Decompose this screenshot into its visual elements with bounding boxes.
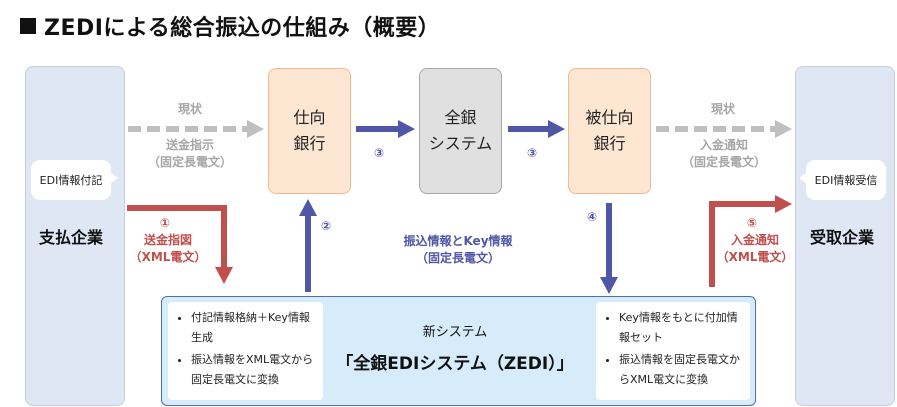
receiving-bank-box: 被仕向 銀行 xyxy=(568,68,651,194)
current-left-text: 送金指示 （固定長電文） xyxy=(147,138,232,169)
bubble-tail-icon xyxy=(110,172,118,184)
payee-label: 受取企業 xyxy=(810,228,875,247)
payer-company-box xyxy=(25,66,125,406)
sending-bank-box: 仕向 銀行 xyxy=(268,68,351,194)
page-title: ZEDIによる総合振込の仕組み（概要） xyxy=(20,10,440,42)
right-item: 振込情報を固定長電文からXML電文に変換 xyxy=(619,350,744,390)
new-system-box: 付記情報格納＋Key情報生成 振込情報をXML電文から固定長電文に変換 新システ… xyxy=(161,296,756,406)
step1-number: ① xyxy=(159,216,171,230)
payee-edi-bubble: EDI情報受信 xyxy=(799,160,886,200)
left-item: 振込情報をXML電文から固定長電文に変換 xyxy=(191,350,317,390)
step3-arrow-zengin-to-receiving xyxy=(508,120,565,138)
current-right-arrow xyxy=(656,120,792,138)
right-item: Key情報をもとに付加情報セット xyxy=(619,308,744,348)
step5-arrow xyxy=(709,195,792,287)
payee-company-box xyxy=(795,66,895,406)
payer-edi-bubble: EDI情報付記 xyxy=(31,160,118,200)
step1-text: 送金指図 （XML電文） xyxy=(129,233,207,264)
new-system-title: 新システム xyxy=(422,325,488,340)
step4-number: ④ xyxy=(587,210,598,224)
current-left-tag: 現状 xyxy=(177,102,202,116)
current-right-text: 入金通知 （固定長電文） xyxy=(681,138,766,169)
payer-label: 支払企業 xyxy=(39,228,104,247)
step5-number: ⑤ xyxy=(746,216,758,230)
current-right-tag: 現状 xyxy=(710,102,735,116)
zengin-system-box: 全銀 システム xyxy=(419,68,502,194)
current-left-arrow xyxy=(128,120,264,138)
step3b-number: ③ xyxy=(527,146,538,160)
new-system-right-panel: Key情報をもとに付加情報セット 振込情報を固定長電文からXML電文に変換 xyxy=(596,302,750,400)
step3a-number: ③ xyxy=(374,146,385,160)
new-system-name: 「全銀EDIシステム（ZEDI）」 xyxy=(336,354,574,374)
square-bullet-icon xyxy=(20,18,36,34)
center-info-label: 振込情報とKey情報 （固定長電文） xyxy=(403,234,513,265)
new-system-left-panel: 付記情報格納＋Key情報生成 振込情報をXML電文から固定長電文に変換 xyxy=(168,302,323,400)
step5-text: 入金通知 （XML電文） xyxy=(716,233,794,264)
step3-arrow-sending-to-zengin xyxy=(356,120,415,138)
step2-number: ② xyxy=(321,219,332,233)
step2-arrow-up xyxy=(299,199,317,292)
step4-arrow-down xyxy=(600,203,618,294)
bubble-tail-icon xyxy=(799,172,807,184)
left-item: 付記情報格納＋Key情報生成 xyxy=(191,308,317,348)
step1-arrow xyxy=(127,205,233,284)
